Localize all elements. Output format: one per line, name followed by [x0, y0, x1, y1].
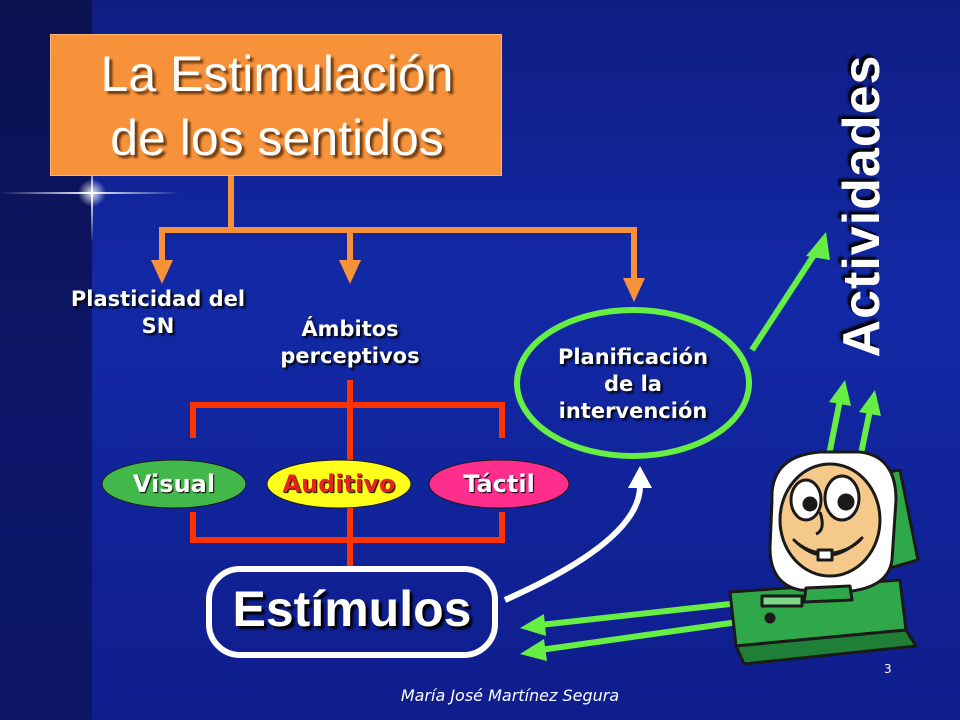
- green-arrowhead-up-2: [859, 390, 881, 416]
- auditivo-ellipse: [266, 459, 412, 509]
- green-arrowhead-left-1: [520, 614, 546, 636]
- green-arrowhead-up-1: [829, 380, 851, 406]
- footer-author: María José Martínez Segura: [400, 686, 620, 705]
- label-plasticidad: Plasticidad del SN: [70, 287, 246, 338]
- white-arrow-line: [503, 485, 643, 603]
- green-arrowhead-actividades: [806, 232, 830, 260]
- estimulos-box: [206, 566, 498, 658]
- green-arrowhead-left-2: [520, 639, 547, 661]
- orange-arrowheads: [151, 260, 645, 302]
- estimulos-label: Estímulos: [232, 581, 472, 637]
- tactil-ellipse: [428, 459, 570, 509]
- title-box: La Estimulación de los sentidos: [50, 34, 502, 176]
- planificacion-ellipse: [514, 307, 752, 459]
- title-line-2: de los sentidos: [110, 110, 444, 166]
- label-planificacion: Planificación de la intervención: [557, 345, 709, 423]
- visual-ellipse: [101, 459, 247, 509]
- green-arrow-left-2: [539, 619, 739, 653]
- orange-connector-tree: [159, 176, 637, 280]
- page-number: 3: [884, 662, 892, 676]
- green-arrow-left-1: [539, 601, 731, 628]
- green-arrow-actividades: [749, 250, 819, 352]
- label-ambitos: Ámbitos perceptivos: [280, 317, 420, 368]
- sense-auditivo: Auditivo: [282, 470, 396, 498]
- sense-tactil: Táctil: [463, 470, 535, 498]
- white-arrowhead: [628, 466, 652, 488]
- sense-visual: Visual: [132, 470, 216, 498]
- title-line-1: La Estimulación: [100, 46, 454, 102]
